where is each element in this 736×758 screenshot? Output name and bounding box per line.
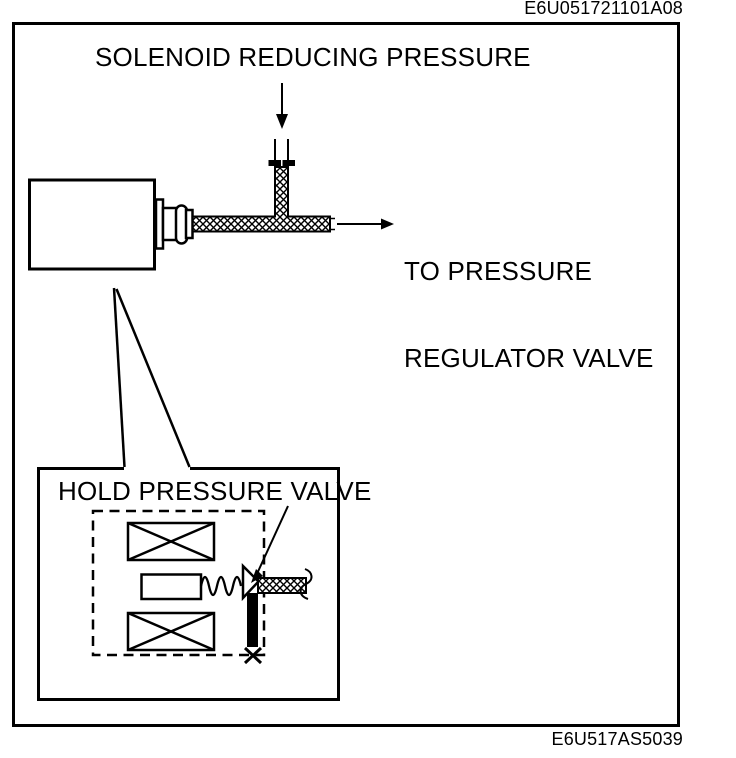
main-view bbox=[28, 83, 394, 271]
outer-frame bbox=[12, 22, 680, 727]
coil-winding-top bbox=[126, 521, 216, 562]
outlet-arrow-icon bbox=[337, 218, 394, 230]
solenoid-body bbox=[28, 178, 156, 271]
inlet-arrow-icon bbox=[276, 83, 288, 129]
inlet-label: SOLENOID REDUCING PRESSURE bbox=[95, 42, 531, 72]
figure-code-bottom: E6U517AS5039 bbox=[551, 729, 683, 749]
valve-housing-dashed-box bbox=[91, 509, 266, 657]
detail-callout-wedge bbox=[112, 287, 191, 468]
plunger-bar bbox=[247, 593, 258, 647]
detail-inset-box bbox=[37, 467, 340, 701]
drain-x-icon bbox=[243, 646, 263, 665]
outlet-label: TO PRESSURE REGULATOR VALVE bbox=[404, 199, 654, 431]
coil-winding-bottom bbox=[126, 611, 216, 652]
solenoid-assembly bbox=[28, 178, 194, 271]
inset-title: HOLD PRESSURE VALVE bbox=[58, 476, 372, 506]
return-spring bbox=[199, 575, 243, 597]
outlet-label-line1: TO PRESSURE bbox=[404, 256, 593, 286]
detail-view bbox=[91, 505, 313, 665]
check-valve-poppet bbox=[241, 562, 261, 602]
valve-leader-line bbox=[251, 505, 289, 583]
figure-code-top: E6U051721101A08 bbox=[524, 0, 683, 18]
connector-neck bbox=[184, 208, 194, 240]
armature bbox=[140, 573, 203, 601]
outlet-pipe bbox=[257, 577, 307, 594]
tee-pipe bbox=[191, 166, 335, 233]
outlet-label-line2: REGULATOR VALVE bbox=[404, 343, 654, 373]
inlet-port-stubs bbox=[268, 139, 295, 167]
pipe-break-mark bbox=[299, 568, 313, 600]
